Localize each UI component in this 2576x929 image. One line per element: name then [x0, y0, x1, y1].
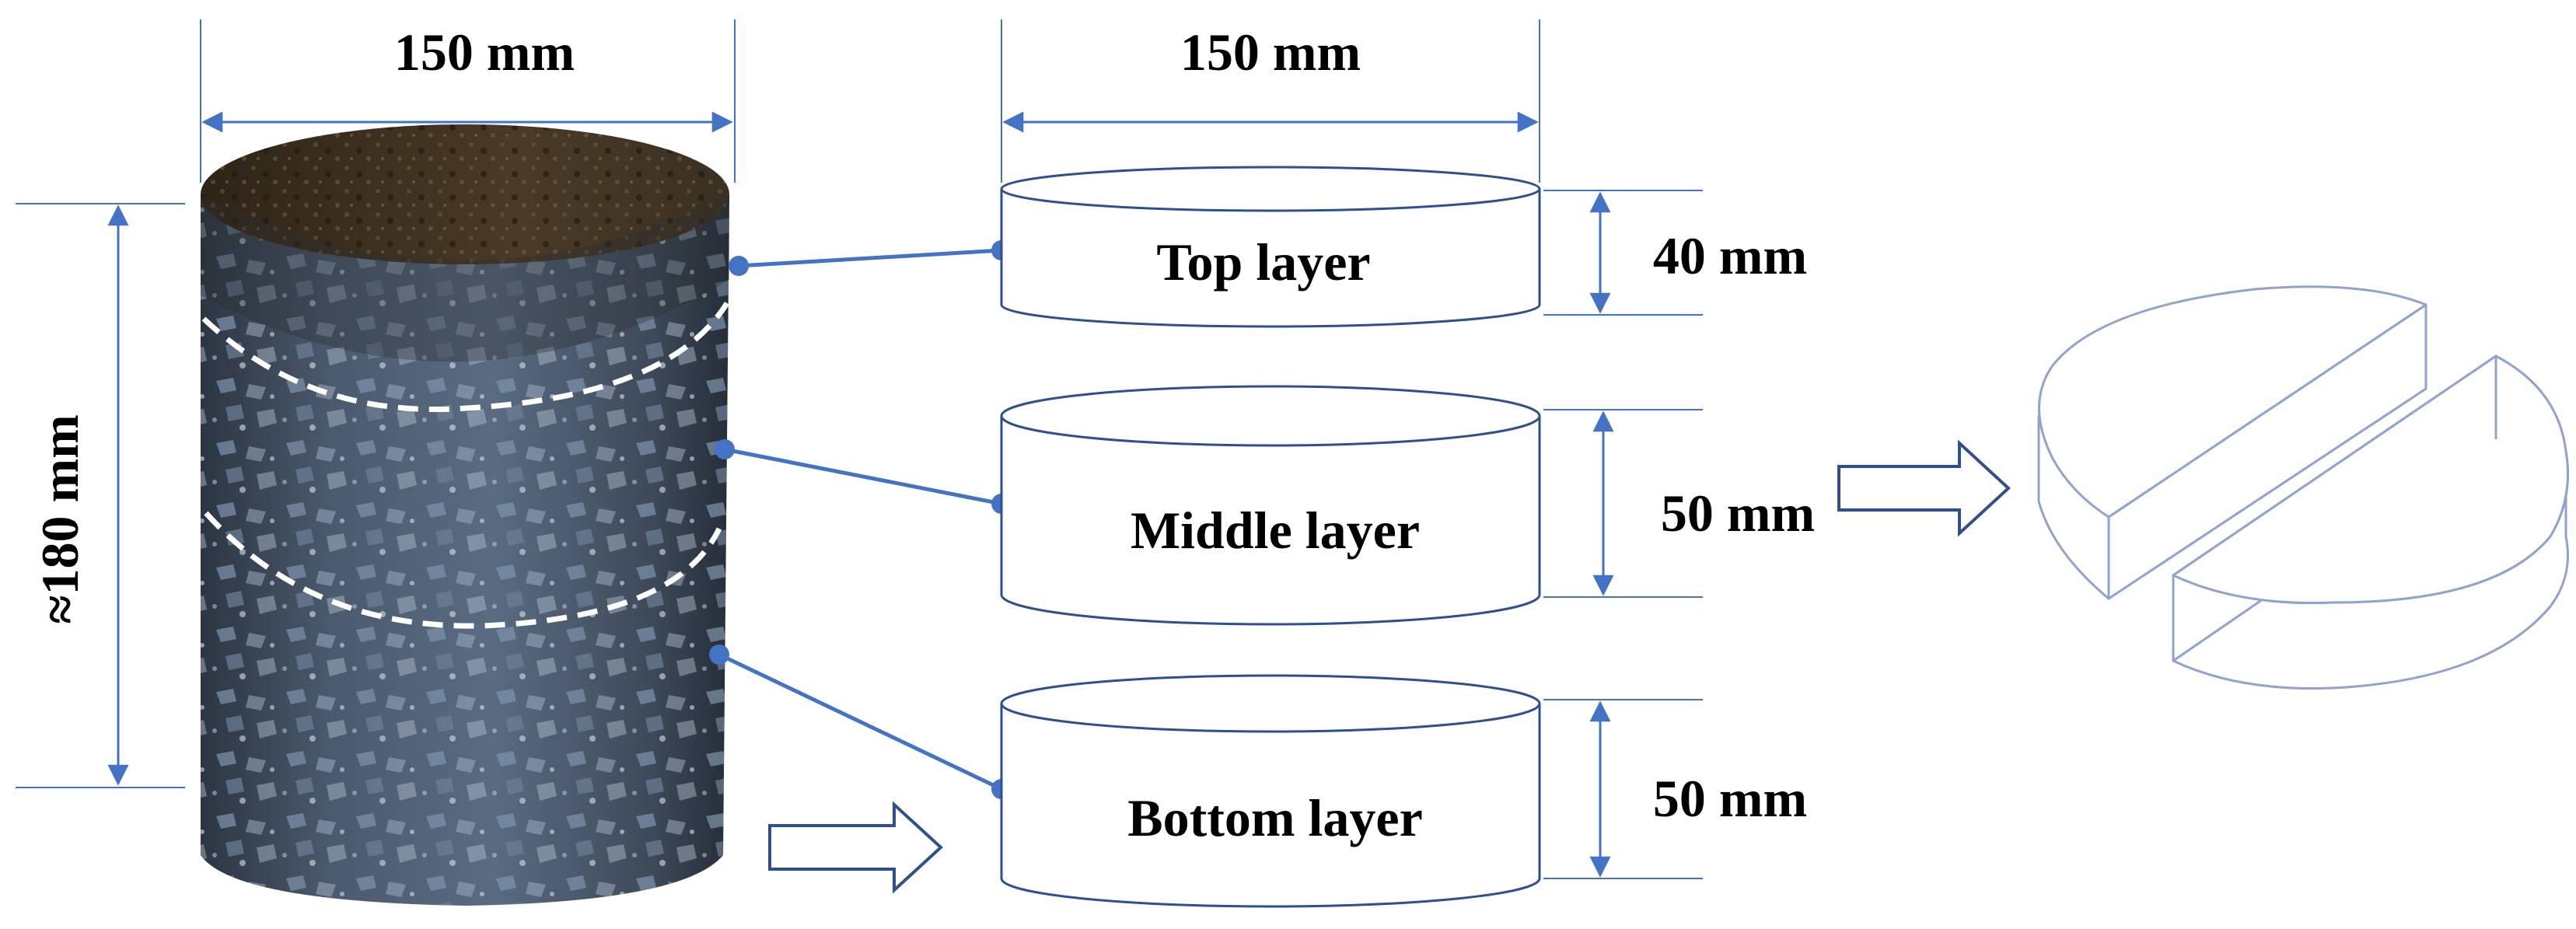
- middle-layer-thickness-label: 50 mm: [1661, 484, 1815, 543]
- bottom-layer-thickness-label: 50 mm: [1653, 769, 1807, 828]
- arrow-right-icon: [1837, 439, 2011, 537]
- top-layer-label: Top layer: [1156, 232, 1370, 292]
- specimen-height-dimension: ≈180 mm: [16, 203, 185, 788]
- middle-layer-cylinder: Middle layer: [1000, 385, 1541, 626]
- specimen-width-dimension: 150 mm: [200, 19, 736, 183]
- bottom-layer-cylinder: Bottom layer: [1000, 674, 1541, 908]
- connector-dot: [715, 439, 735, 459]
- layer-width-dimension: 150 mm: [1001, 19, 1540, 183]
- top-layer-thickness-label: 40 mm: [1653, 226, 1807, 285]
- layer-boundary-middle-bottom: [204, 511, 722, 629]
- bottom-layer-label: Bottom layer: [1127, 788, 1423, 847]
- layer-width-label: 150 mm: [1180, 23, 1361, 82]
- connector-dot: [709, 644, 729, 665]
- asphalt-core-specimen: [201, 124, 729, 906]
- top-layer-thickness-dimension: 40 mm: [1543, 190, 1807, 316]
- specimen-width-label: 150 mm: [394, 23, 575, 82]
- middle-layer-thickness-dimension: 50 mm: [1543, 409, 1815, 598]
- top-layer-cylinder: Top layer: [1000, 166, 1541, 328]
- split-disc-icon: [2037, 285, 2569, 690]
- bottom-layer-thickness-dimension: 50 mm: [1543, 699, 1807, 879]
- arrow-right-icon: [768, 801, 943, 894]
- layer-connectors: [709, 240, 1012, 799]
- specimen-height-label: ≈180 mm: [30, 414, 89, 624]
- middle-layer-label: Middle layer: [1131, 501, 1420, 560]
- connector-dot: [729, 256, 749, 276]
- layer-boundary-top-middle: [201, 302, 729, 413]
